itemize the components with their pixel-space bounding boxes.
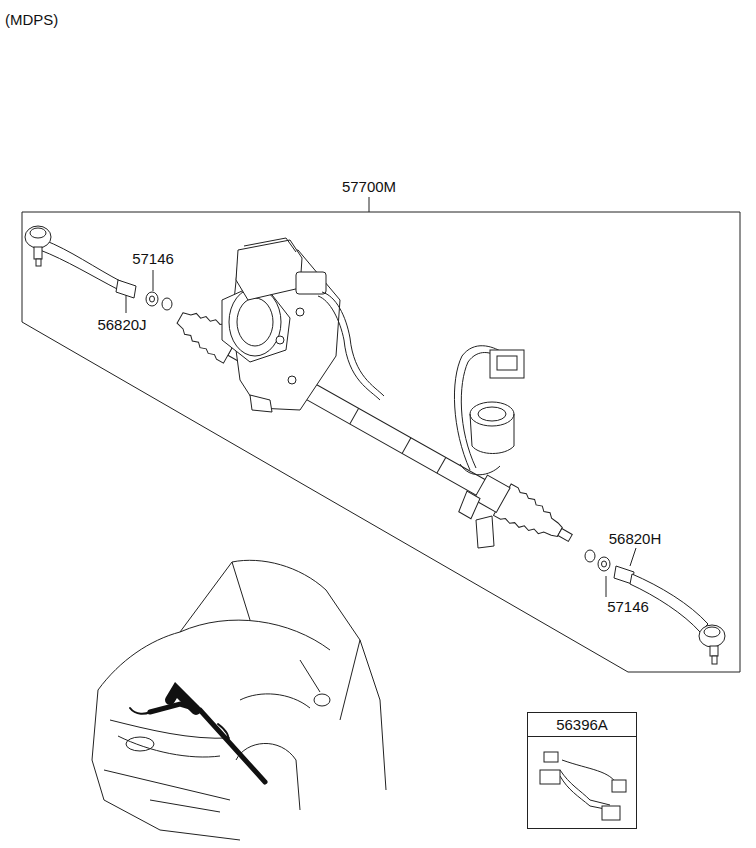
callout-number: 57146 [131, 250, 175, 267]
tie-rod-right [585, 550, 725, 664]
leader-line [153, 270, 154, 291]
callout-number: 57700M [341, 178, 397, 195]
leader-line [606, 576, 607, 597]
tie-rod-left [25, 226, 172, 310]
motor-housing [222, 238, 340, 412]
part-number: 56396A [528, 713, 636, 737]
callout-number: 56820H [608, 530, 663, 547]
rack-location [130, 690, 265, 782]
wire-harness [318, 292, 524, 548]
inset-box: 56396A [527, 712, 637, 829]
vehicle-sketch [92, 560, 386, 840]
diagram-title: (MDPS) [5, 11, 58, 28]
assembly-outline [22, 212, 740, 672]
callout-number: 57146 [606, 598, 650, 615]
leader-line [369, 197, 370, 212]
callout-number: 56820J [96, 316, 147, 333]
leader-line [630, 548, 636, 566]
harness-connector [540, 752, 626, 820]
